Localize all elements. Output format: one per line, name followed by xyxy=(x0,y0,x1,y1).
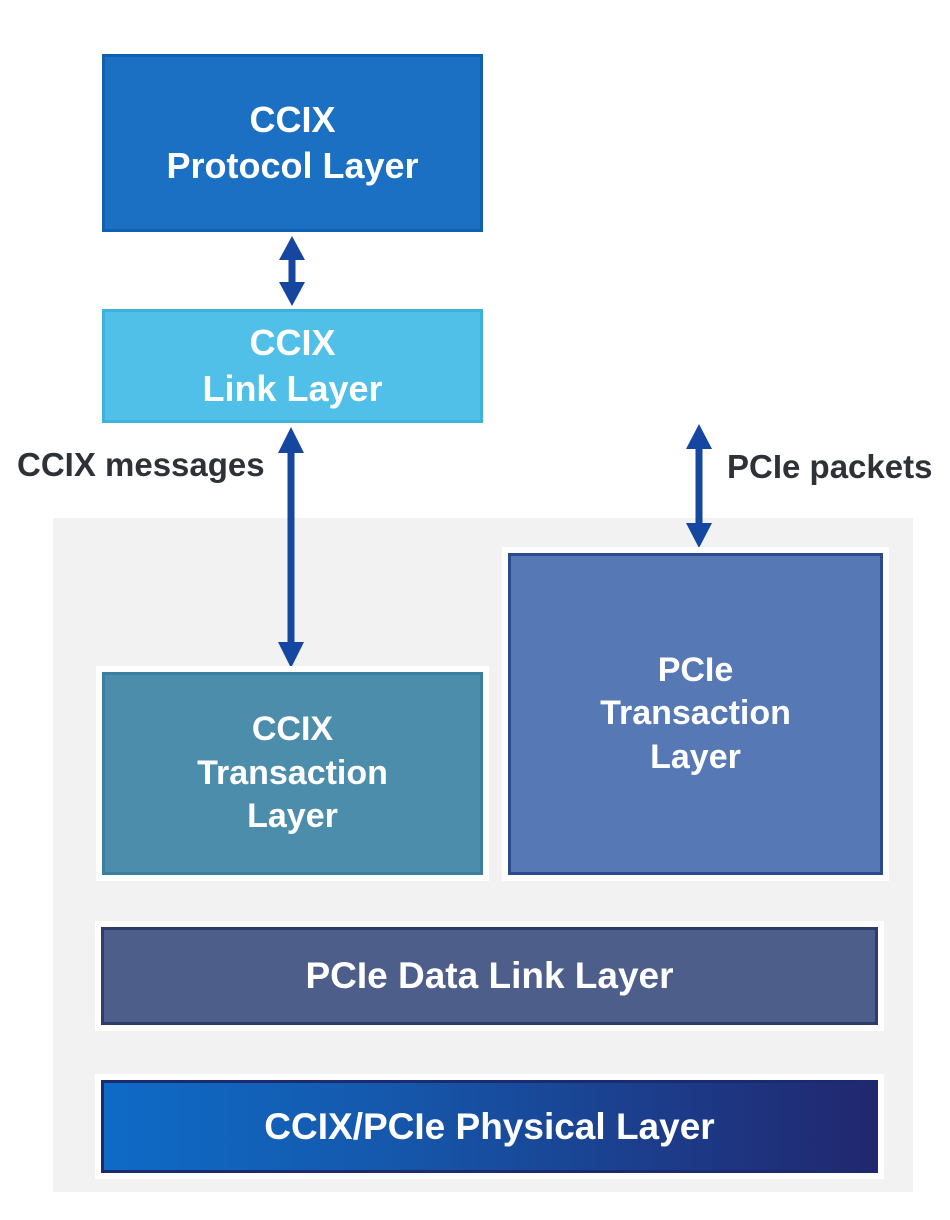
box-ccix-protocol-layer: CCIX Protocol Layer xyxy=(102,54,483,232)
arrow-pcie-packets xyxy=(683,424,715,548)
box-label-line: Transaction xyxy=(600,694,791,733)
box-label-line: Transaction xyxy=(197,753,388,792)
box-ccix-link-layer: CCIX Link Layer xyxy=(102,309,483,423)
box-label-line: Layer xyxy=(247,797,338,836)
box-label-line: Link Layer xyxy=(202,368,383,409)
box-label-line: Layer xyxy=(650,737,741,776)
box-label-line: CCIX xyxy=(251,710,334,749)
double-arrow-icon xyxy=(686,424,712,548)
label-ccix-messages: CCIX messages xyxy=(17,446,265,483)
double-arrow-icon xyxy=(278,427,304,668)
box-physical-layer: CCIX/PCIe Physical Layer xyxy=(101,1080,878,1173)
arrow-link-transaction xyxy=(275,427,307,668)
double-arrow-icon xyxy=(279,236,305,306)
box-label-line: Protocol Layer xyxy=(166,145,419,186)
box-pcie-transaction-layer: PCIe Transaction Layer xyxy=(508,553,883,875)
box-label-line: PCIe Data Link Layer xyxy=(305,955,674,997)
box-pcie-data-link-layer: PCIe Data Link Layer xyxy=(101,927,878,1025)
box-label-line: CCIX/PCIe Physical Layer xyxy=(264,1105,715,1147)
box-label-line: CCIX xyxy=(249,321,336,363)
arrow-protocol-link xyxy=(276,236,308,306)
box-label-line: CCIX xyxy=(249,98,336,140)
label-pcie-packets: PCIe packets xyxy=(727,448,933,485)
box-ccix-transaction-layer: CCIX Transaction Layer xyxy=(102,672,483,875)
box-label-line: PCIe xyxy=(657,650,734,689)
